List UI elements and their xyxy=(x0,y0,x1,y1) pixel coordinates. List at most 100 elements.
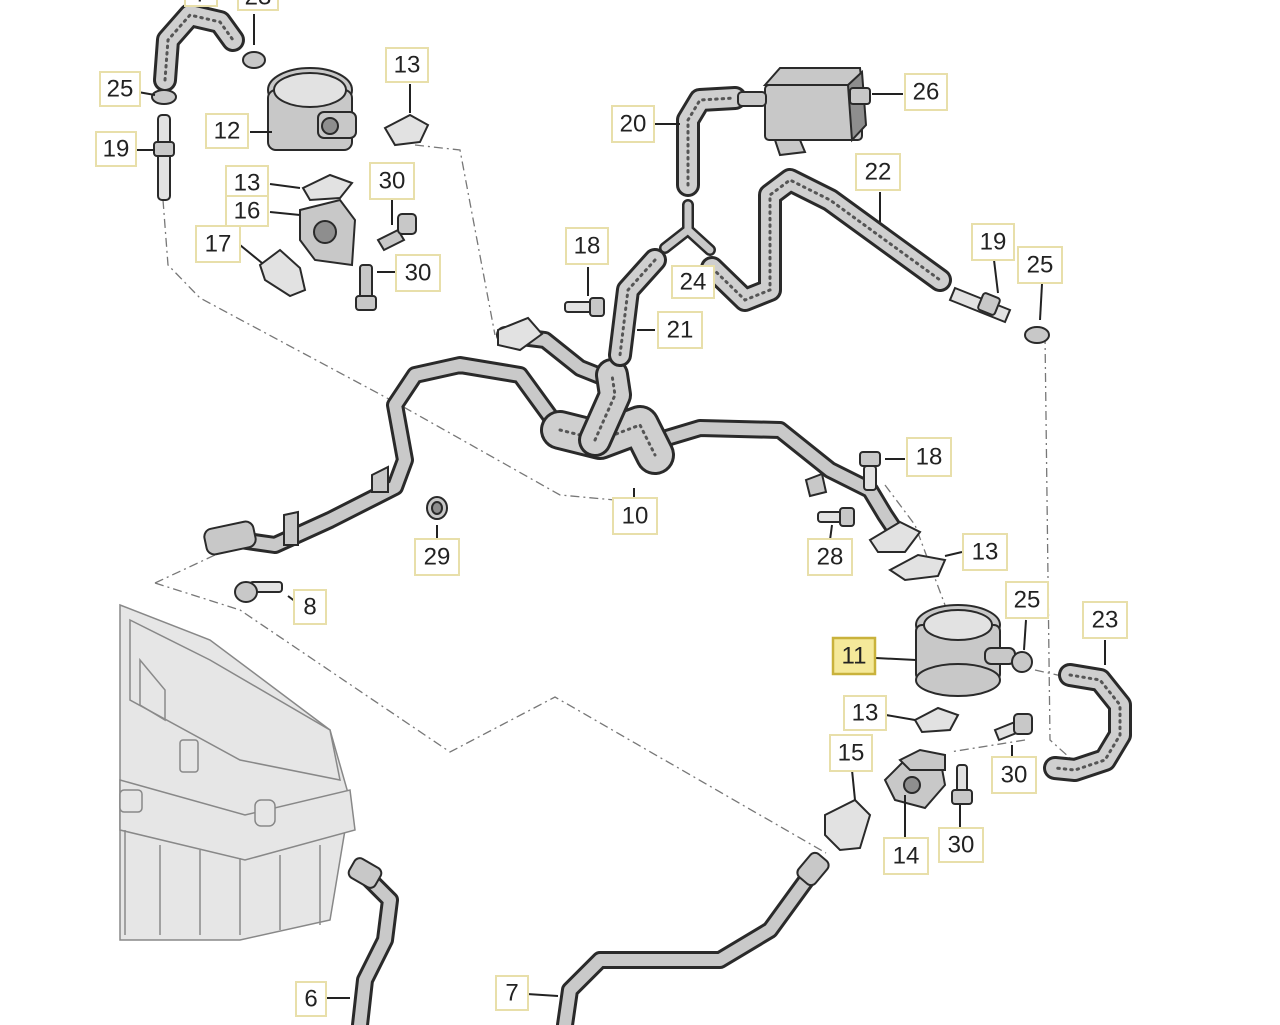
svg-text:13: 13 xyxy=(234,170,261,197)
callout-16: 16 xyxy=(225,195,269,227)
callout-7-bottom: 7 xyxy=(495,975,529,1011)
connector-24 xyxy=(659,199,716,256)
clamp-25-low xyxy=(1011,651,1033,673)
solenoid-26 xyxy=(737,67,871,157)
assembly-lines xyxy=(154,144,1081,854)
callout-8: 8 xyxy=(293,589,327,625)
gasket-13-low xyxy=(913,706,960,734)
svg-text:23: 23 xyxy=(1092,607,1119,634)
svg-text:28: 28 xyxy=(817,544,844,571)
callout-22: 22 xyxy=(855,153,901,191)
svg-text:30: 30 xyxy=(1001,762,1028,789)
gasket-13-right xyxy=(888,553,947,582)
svg-text:19: 19 xyxy=(980,229,1007,256)
svg-text:7: 7 xyxy=(194,0,207,8)
svg-text:22: 22 xyxy=(865,159,892,186)
callout-13-right: 13 xyxy=(962,533,1008,571)
nipple-19-right xyxy=(948,286,1050,344)
callout-13-low: 13 xyxy=(843,695,887,731)
svg-text:18: 18 xyxy=(916,444,943,471)
svg-text:16: 16 xyxy=(234,198,261,225)
callout-20: 20 xyxy=(611,105,655,143)
bolts-30-right xyxy=(951,713,1033,805)
callout-6: 6 xyxy=(295,981,327,1017)
callout-25-right: 25 xyxy=(1017,246,1063,284)
engine-block xyxy=(119,603,356,941)
hose-21 xyxy=(608,248,667,367)
callout-28: 28 xyxy=(807,538,853,576)
hose-20 xyxy=(676,86,747,197)
hose-23-left xyxy=(153,3,245,92)
svg-text:14: 14 xyxy=(893,843,920,870)
callout-13-top: 13 xyxy=(385,47,429,83)
svg-text:30: 30 xyxy=(948,832,975,859)
callout-25-left: 25 xyxy=(99,71,141,107)
callout-29: 29 xyxy=(414,538,460,576)
callout-24: 24 xyxy=(671,265,715,299)
svg-text:6: 6 xyxy=(304,986,317,1013)
gaskets-13-top xyxy=(301,113,430,202)
svg-text:25: 25 xyxy=(1027,252,1054,279)
callout-12: 12 xyxy=(205,113,249,149)
svg-text:23: 23 xyxy=(245,0,272,11)
callout-30-a: 30 xyxy=(369,162,415,200)
hose-10-body xyxy=(540,358,675,475)
callout-15: 15 xyxy=(829,734,873,772)
bolts-30-top xyxy=(355,213,417,311)
flange-16 xyxy=(299,198,357,267)
svg-text:18: 18 xyxy=(574,233,601,260)
nipple-19-left xyxy=(151,51,266,201)
svg-text:8: 8 xyxy=(303,594,316,621)
bolt-18-a xyxy=(564,297,605,317)
svg-text:10: 10 xyxy=(622,503,649,530)
svg-text:13: 13 xyxy=(394,52,421,79)
callout-19-left: 19 xyxy=(95,131,137,167)
bolt-8 xyxy=(234,581,283,603)
callout-14: 14 xyxy=(883,837,929,875)
callout-17: 17 xyxy=(195,225,241,263)
svg-text:15: 15 xyxy=(838,740,865,767)
callout-23-top: 23 xyxy=(237,0,279,11)
svg-text:13: 13 xyxy=(852,700,879,727)
callout-30-b: 30 xyxy=(395,254,441,292)
hose-7 xyxy=(556,851,830,1025)
svg-text:12: 12 xyxy=(214,118,241,145)
svg-text:25: 25 xyxy=(107,76,134,103)
callout-13-mid: 13 xyxy=(225,165,269,201)
callout-30-d: 30 xyxy=(938,827,984,863)
svg-text:24: 24 xyxy=(680,269,707,296)
leader-lines xyxy=(136,14,1106,999)
callout-10: 10 xyxy=(612,497,658,535)
svg-text:20: 20 xyxy=(620,111,647,138)
hose-23-right xyxy=(1043,663,1132,782)
svg-text:11: 11 xyxy=(842,643,867,670)
callout-19-right: 19 xyxy=(971,223,1015,261)
valve-12 xyxy=(267,67,357,151)
pipe-10 xyxy=(203,316,922,556)
nut-29 xyxy=(426,496,448,520)
bolt-18-b xyxy=(859,451,881,491)
svg-text:26: 26 xyxy=(913,79,940,106)
hose-6 xyxy=(347,857,399,1025)
callout-21: 21 xyxy=(657,311,703,349)
svg-text:30: 30 xyxy=(379,168,406,195)
hose-22 xyxy=(700,168,952,312)
callout-25-low: 25 xyxy=(1005,581,1049,619)
svg-text:30: 30 xyxy=(405,260,432,287)
callout-23-right: 23 xyxy=(1082,601,1128,639)
callout-30-c: 30 xyxy=(991,756,1037,794)
callout-11-highlighted: 11 xyxy=(831,636,877,676)
callout-18-a: 18 xyxy=(565,227,609,265)
svg-text:21: 21 xyxy=(667,317,694,344)
valve-11 xyxy=(915,604,1016,697)
gasket-17 xyxy=(258,248,307,298)
svg-text:7: 7 xyxy=(505,980,518,1007)
gasket-15 xyxy=(824,798,872,852)
svg-text:13: 13 xyxy=(972,539,999,566)
callout-26: 26 xyxy=(904,73,948,111)
callout-7-top: 7 xyxy=(184,0,218,8)
bolt-28 xyxy=(817,507,855,527)
svg-text:25: 25 xyxy=(1014,587,1041,614)
callout-18-b: 18 xyxy=(906,437,952,477)
